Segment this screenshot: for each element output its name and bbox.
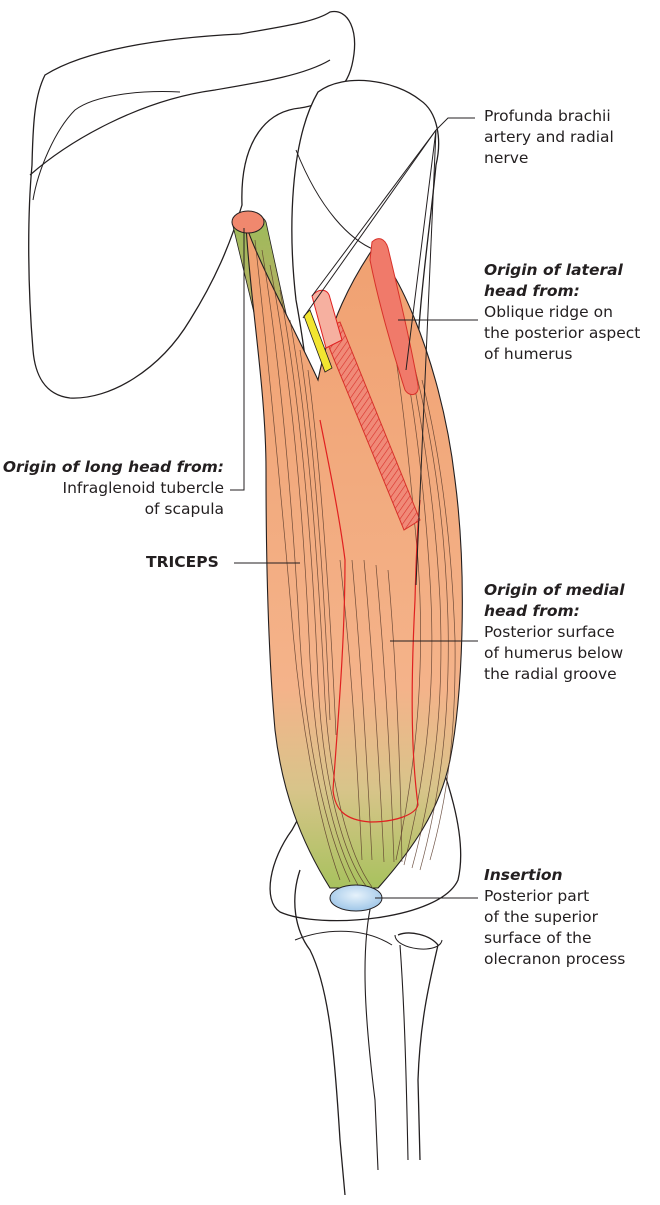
coronoid [295,931,392,945]
lateral-line-1: Oblique ridge on [484,302,640,323]
insertion-line-4: olecranon process [484,949,625,970]
radius-inner [400,945,408,1160]
profunda-line-1: Profunda brachii [484,106,614,127]
radius [398,933,438,1160]
lateral-line-3: of humerus [484,344,640,365]
long-line-2: of scapula [3,499,224,520]
lateral-head-label: Origin of lateral head from: Oblique rid… [484,260,640,365]
olecranon-insertion [330,885,382,911]
triceps-label: TRICEPS [146,552,219,573]
insertion-line-3: surface of the [484,928,625,949]
long-heading-1: Origin of long head from: [3,457,224,478]
lateral-line-2: the posterior aspect [484,323,640,344]
long-head-label: Origin of long head from: Infraglenoid t… [3,457,224,520]
long-line-1: Infraglenoid tubercle [3,478,224,499]
medial-line-2: of humerus below [484,643,625,664]
ulna-inner [365,900,378,1170]
medial-heading-2: head from: [484,601,625,622]
insertion-label: Insertion Posterior part of the superior… [484,865,625,970]
medial-head-label: Origin of medial head from: Posterior su… [484,580,625,685]
profunda-line-3: nerve [484,148,614,169]
profunda-line-2: artery and radial [484,127,614,148]
insertion-line-2: of the superior [484,907,625,928]
medial-heading-1: Origin of medial [484,580,625,601]
medial-line-3: the radial groove [484,664,625,685]
lateral-heading-1: Origin of lateral [484,260,640,281]
lateral-heading-2: head from: [484,281,640,302]
insertion-line-1: Posterior part [484,886,625,907]
insertion-heading: Insertion [484,865,625,886]
medial-line-1: Posterior surface [484,622,625,643]
profunda-label: Profunda brachii artery and radial nerve [484,106,614,169]
long-head-origin [232,211,264,233]
